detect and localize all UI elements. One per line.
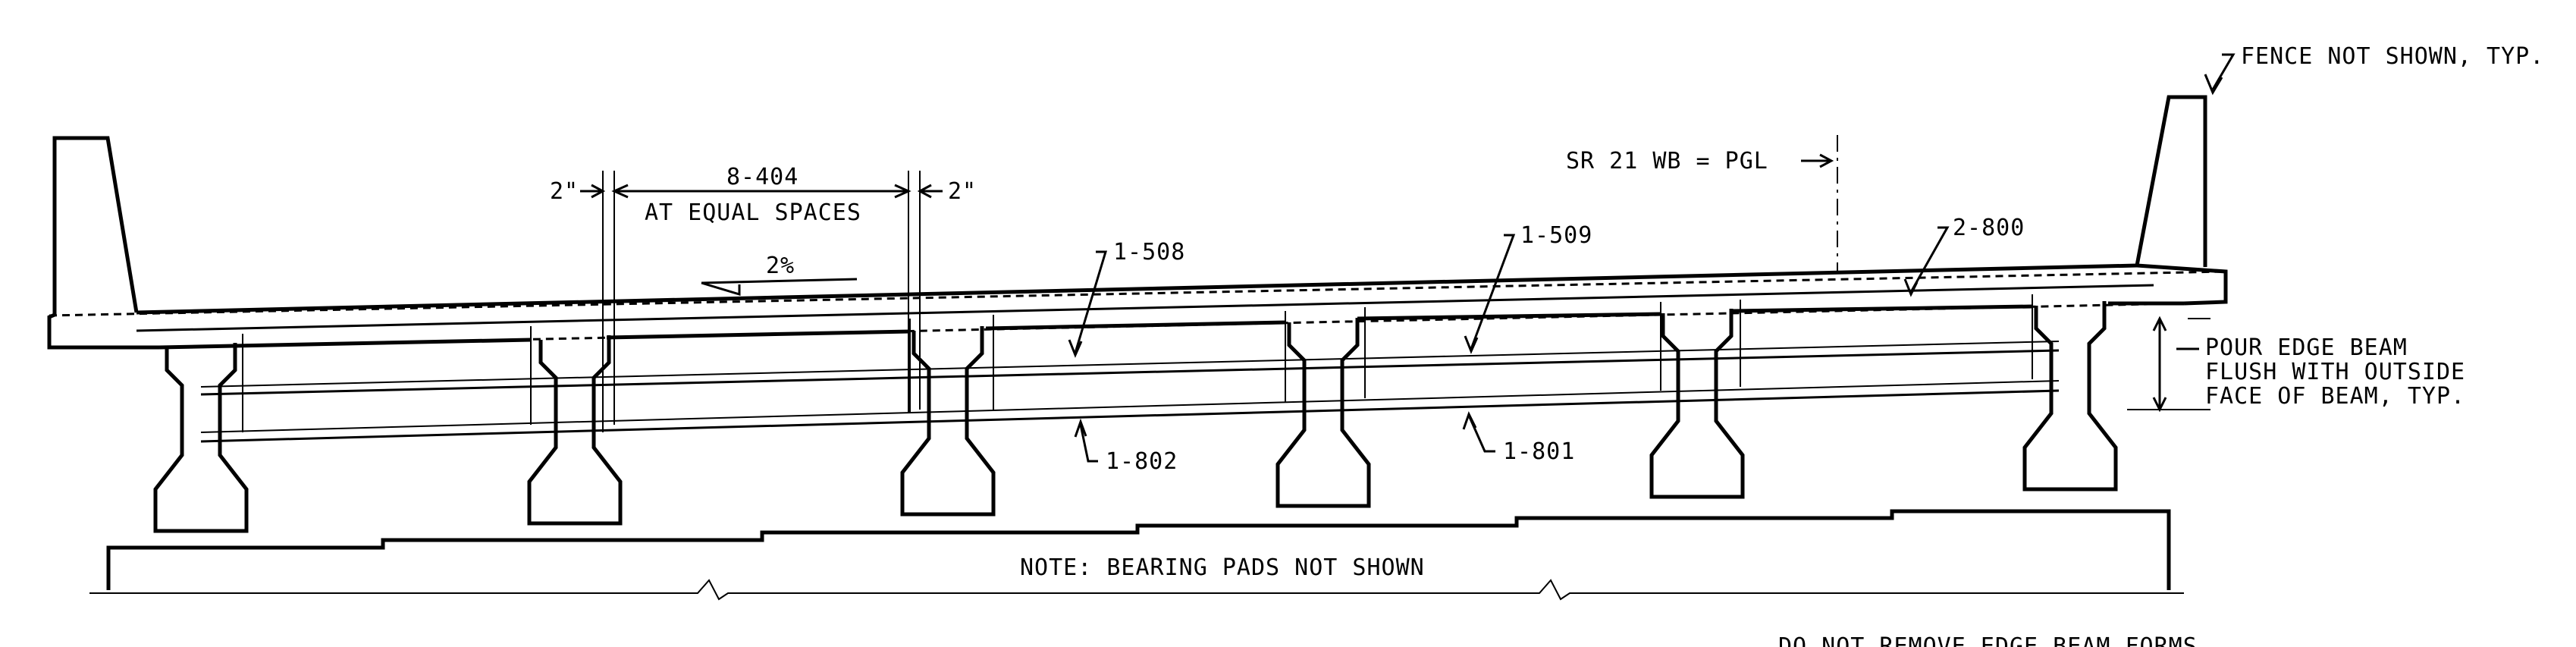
substructure — [89, 509, 2184, 601]
slope-label: 2% — [766, 253, 795, 279]
edge-beam-line-1: POUR EDGE BEAM — [2205, 334, 2408, 361]
left-barrier — [52, 136, 139, 315]
reinforcement — [200, 294, 2060, 443]
edge-beam-line-2: FLUSH WITH OUTSIDE — [2205, 359, 2465, 385]
deck-slab — [47, 263, 2228, 350]
girder-6 — [2022, 301, 2118, 492]
right-barrier — [2135, 95, 2207, 267]
edge-beam-forms-note: DO NOT REMOVE EDGE BEAM FORMS — [1778, 633, 2198, 647]
bar-1-508-label: 1-508 — [1113, 239, 1185, 265]
leader-1-801: 1-801 — [1462, 411, 1575, 465]
leader-1-508: 1-508 — [1068, 239, 1185, 358]
sr21-label: SR 21 WB = PGL — [1566, 148, 1768, 174]
slope-indicator: 2% — [701, 253, 858, 297]
dim-right-label: 2" — [948, 178, 977, 205]
girder-3 — [900, 326, 996, 517]
sr21-arrow — [1801, 153, 1834, 168]
bar-8-404-label: 8-404 — [726, 164, 799, 190]
leader-fence: FENCE NOT SHOWN, TYP. — [2204, 43, 2544, 96]
bar-1-509-label: 1-509 — [1520, 222, 1592, 249]
bearing-pads-note: NOTE: BEARING PADS NOT SHOWN — [1020, 554, 1425, 581]
bar-1-801-label: 1-801 — [1503, 438, 1575, 465]
leader-1-509: 1-509 — [1464, 222, 1592, 354]
leader-2-800: 2-800 — [1903, 215, 2025, 297]
edge-beam-dimension: POUR EDGE BEAM FLUSH WITH OUTSIDE FACE O… — [2127, 316, 2465, 413]
dim-left-label: 2" — [550, 178, 579, 205]
dimension-8-404: 8-404 AT EQUAL SPACES 2" 2" — [550, 164, 977, 432]
bar-2-800-label: 2-800 — [1953, 215, 2025, 241]
beam-top-flanges — [158, 301, 2185, 350]
girder-2 — [527, 335, 623, 526]
edge-beam-line-3: FACE OF BEAM, TYP. — [2205, 383, 2465, 410]
girder-1 — [153, 343, 249, 533]
bar-1-802-label: 1-802 — [1106, 448, 1178, 475]
fence-label: FENCE NOT SHOWN, TYP. — [2241, 43, 2544, 70]
girder-4 — [1275, 318, 1371, 508]
girder-5 — [1649, 309, 1745, 499]
leader-1-802: 1-802 — [1074, 418, 1178, 475]
equal-spaces-label: AT EQUAL SPACES — [645, 199, 861, 226]
